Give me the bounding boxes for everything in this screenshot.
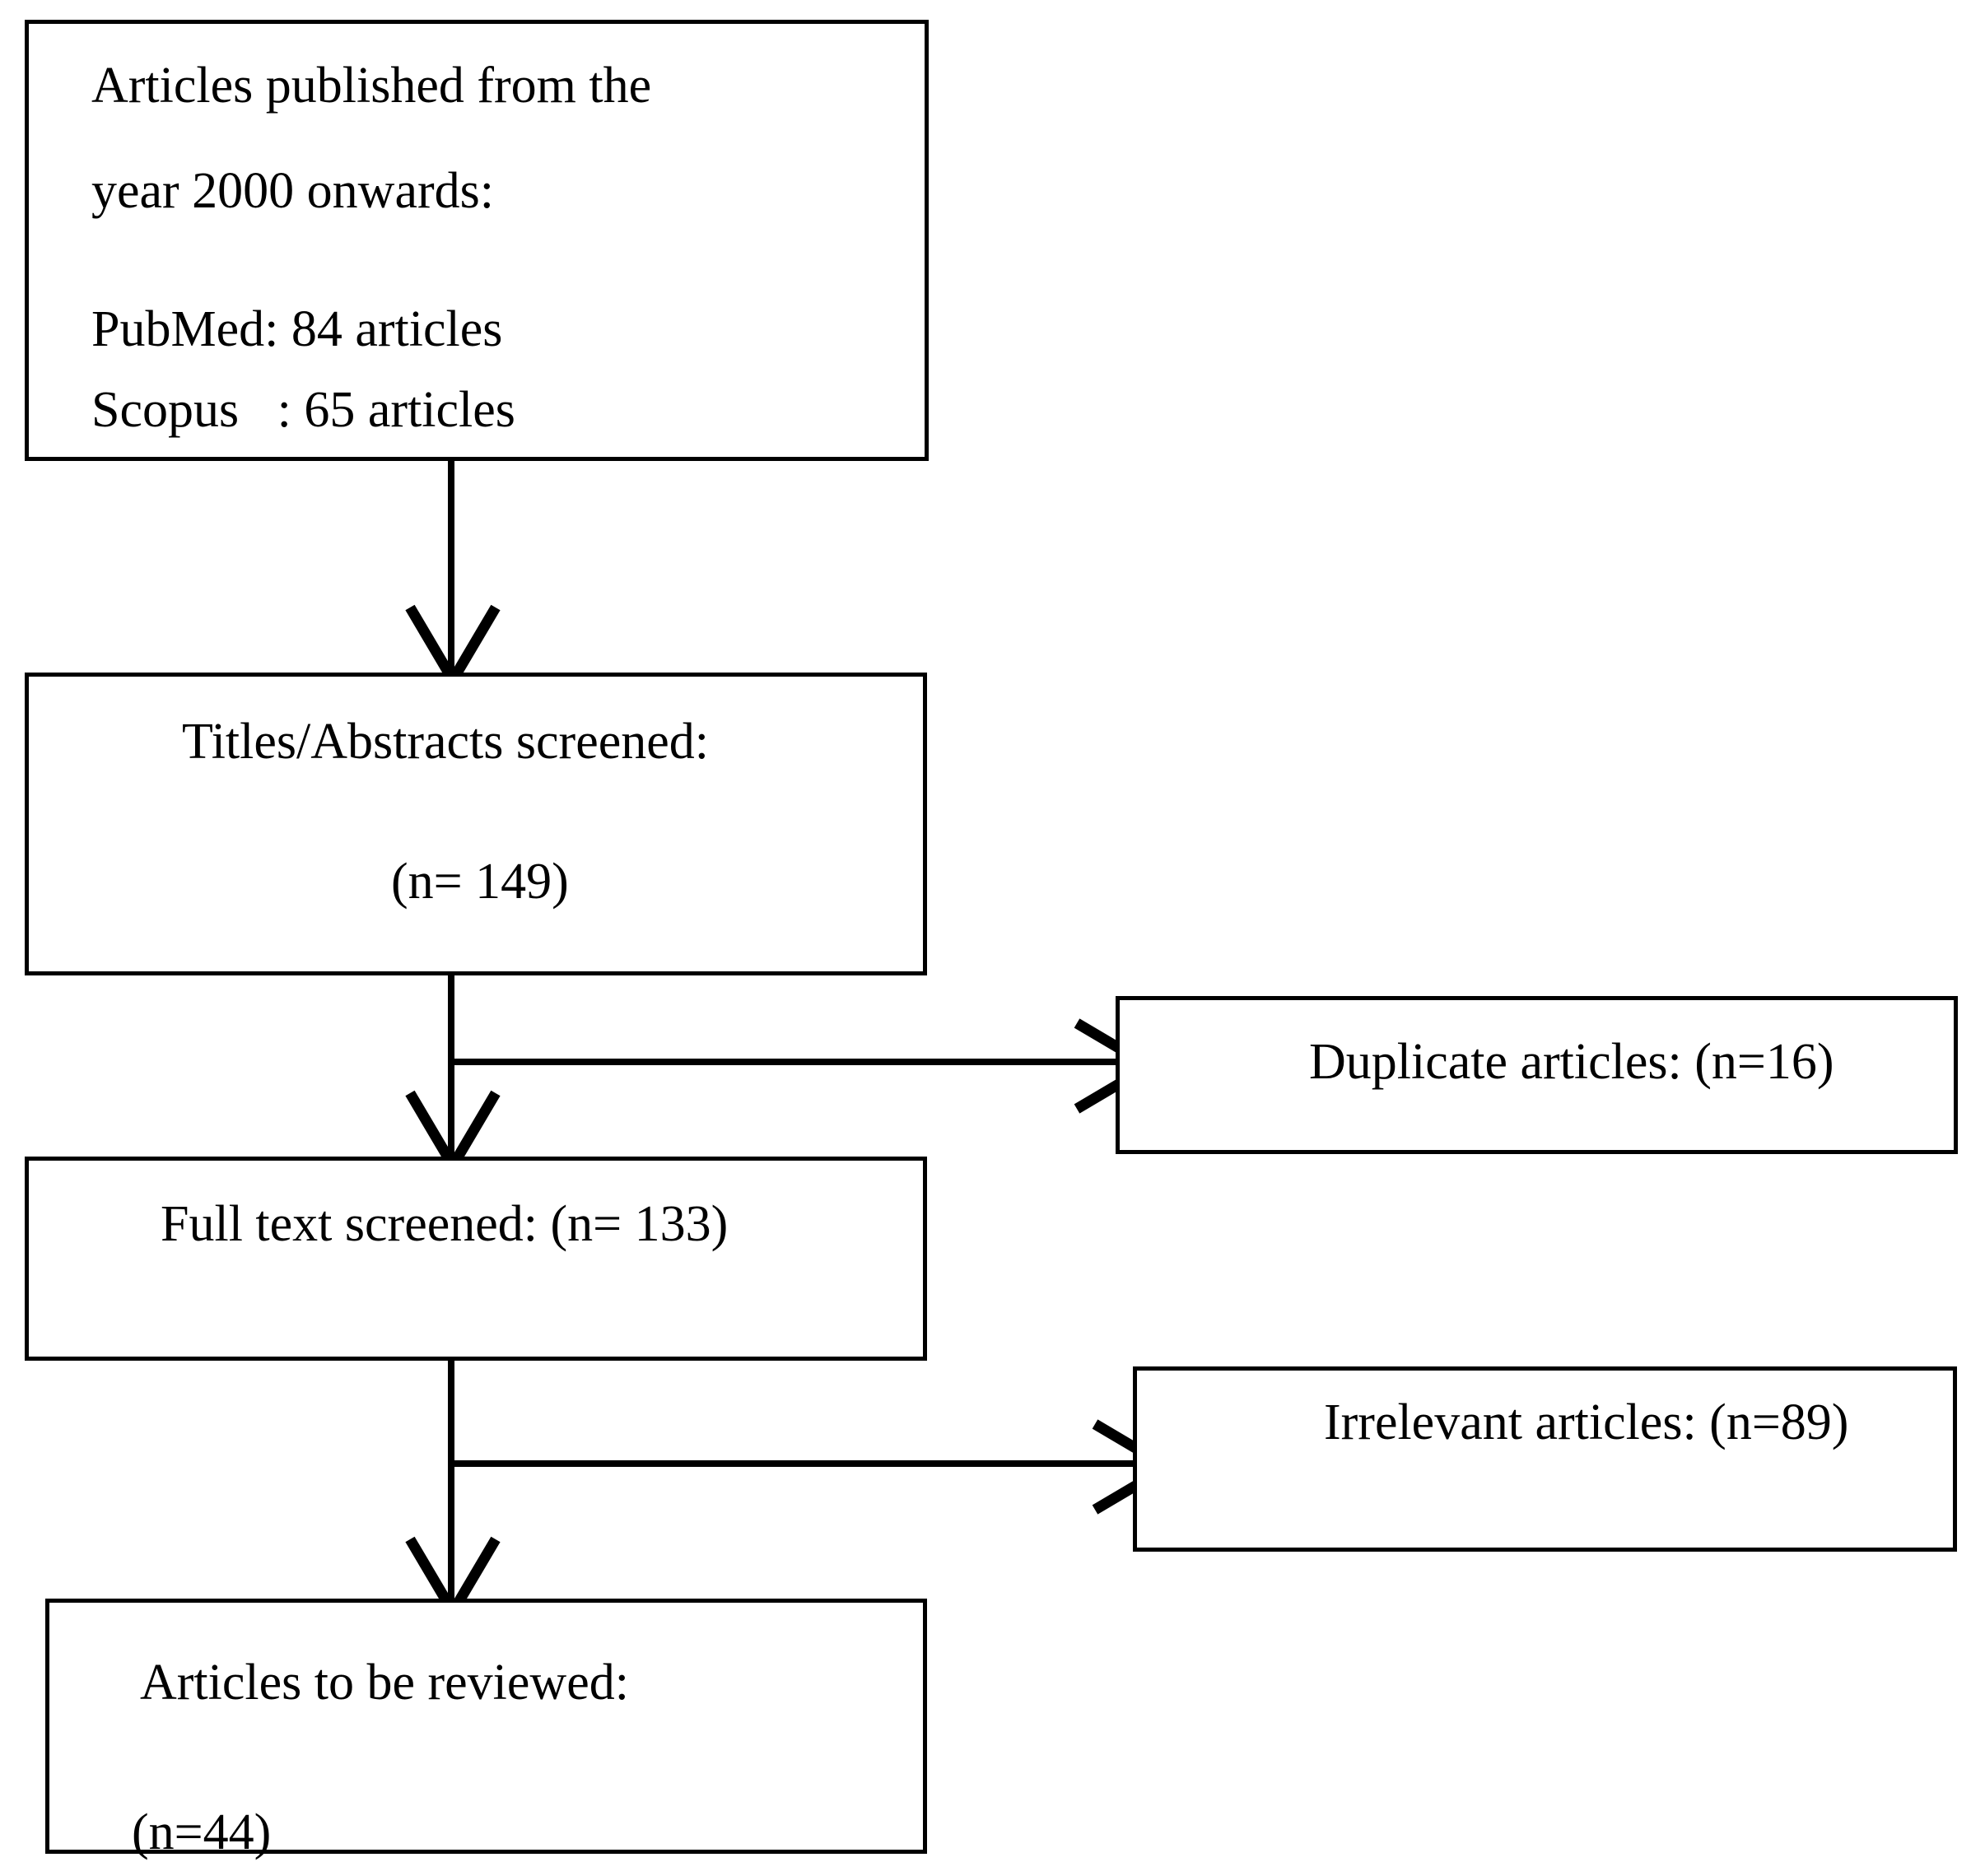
node-irrelevant-box: Irrelevant articles: (n=89) bbox=[1133, 1366, 1957, 1552]
connector-titles-to-fulltext bbox=[448, 975, 454, 1158]
sources-line-2: year 2000 onwards: bbox=[91, 163, 494, 219]
sources-line-1: Articles published from the bbox=[91, 58, 652, 114]
fulltext-screened-label: Full text screened: (n= 133) bbox=[161, 1196, 729, 1252]
sources-scopus-count: Scopus : 65 articles bbox=[91, 382, 515, 438]
sources-pubmed-count: PubMed: 84 articles bbox=[91, 301, 503, 357]
node-articles-reviewed-box: Articles to be reviewed: (n=44) bbox=[45, 1599, 927, 1858]
articles-reviewed-label: Articles to be reviewed: bbox=[140, 1655, 629, 1711]
node-fulltext-screened-box: Full text screened: (n= 133) bbox=[25, 1157, 927, 1361]
node-sources-box: Articles published from the year 2000 on… bbox=[25, 20, 929, 461]
connector-sources-to-titles bbox=[448, 461, 454, 673]
titles-screened-count: (n= 149) bbox=[391, 854, 569, 910]
node-duplicates-box: Duplicate articles: (n=16) bbox=[1116, 996, 1958, 1154]
duplicates-count-label: Duplicate articles: (n=16) bbox=[1309, 1034, 1834, 1090]
connector-fulltext-to-irrelevant bbox=[451, 1460, 1136, 1467]
irrelevant-count-label: Irrelevant articles: (n=89) bbox=[1324, 1394, 1849, 1450]
connector-fulltext-to-reviewed bbox=[448, 1361, 454, 1603]
connector-titles-to-duplicates bbox=[451, 1059, 1118, 1065]
node-titles-screened-box: Titles/Abstracts screened: (n= 149) bbox=[25, 673, 927, 975]
articles-reviewed-count: (n=44) bbox=[132, 1804, 272, 1860]
titles-screened-label: Titles/Abstracts screened: bbox=[182, 714, 709, 770]
